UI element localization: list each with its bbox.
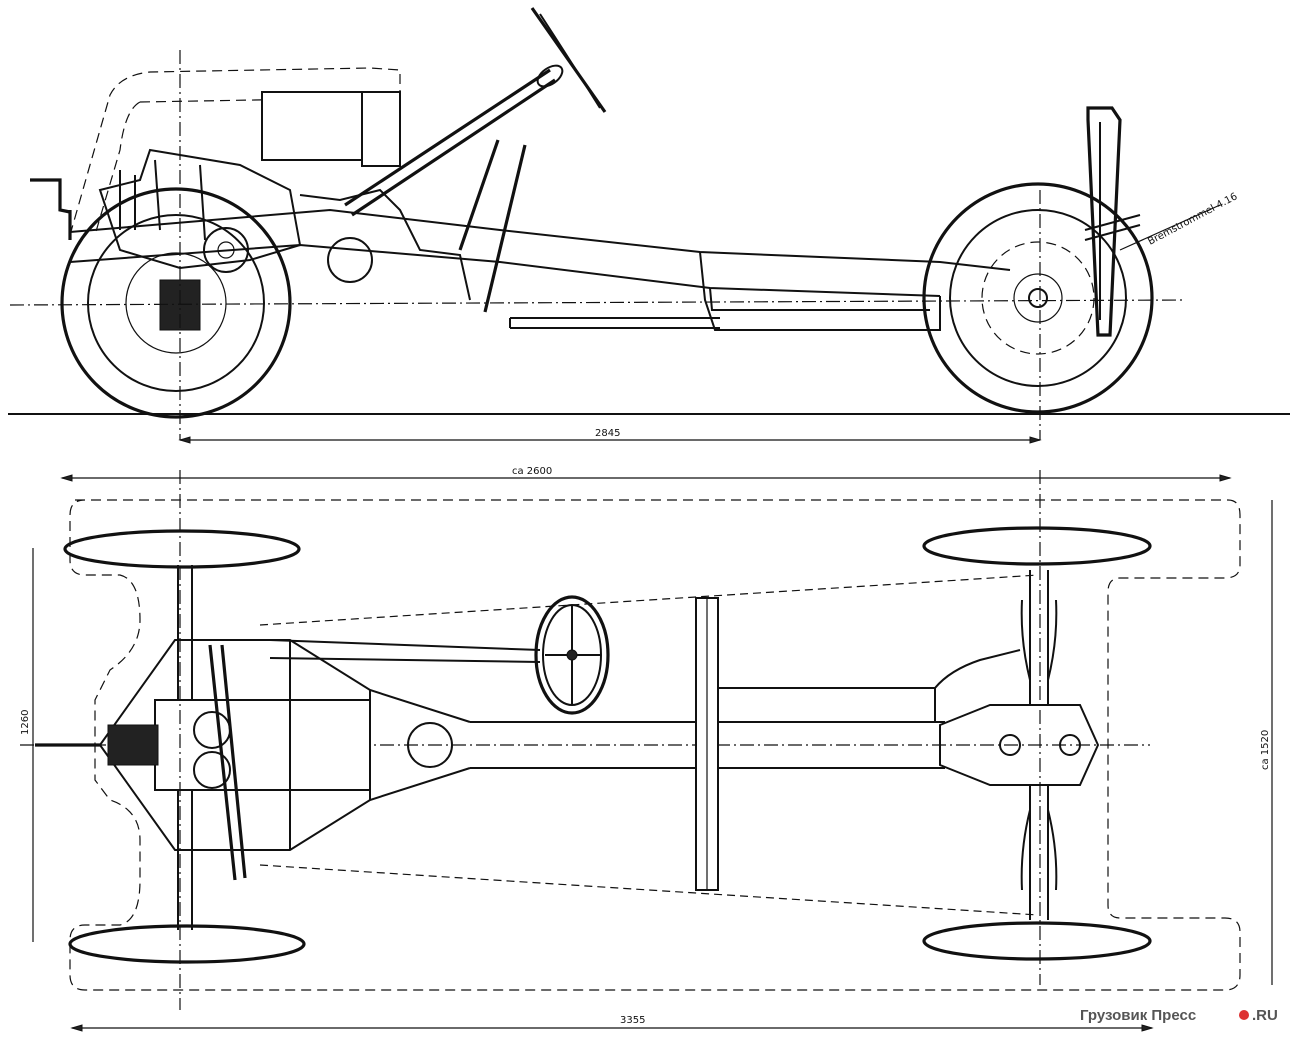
gear-lever	[458, 139, 500, 251]
muffler-plan	[717, 649, 1021, 722]
plan-view: ca 2600	[20, 466, 1273, 1032]
watermark-dot-icon	[1239, 1010, 1249, 1020]
front-track-label: 1260	[20, 710, 31, 735]
crank-handle	[30, 178, 72, 240]
engine-side	[98, 91, 471, 331]
exhaust-pipe	[509, 317, 720, 329]
watermark: Грузовик Пресс .RU	[1080, 1007, 1278, 1024]
tie-rod	[208, 644, 247, 881]
front-right-wheel-plan	[68, 924, 306, 964]
watermark-text: Грузовик Пресс	[1080, 1007, 1196, 1024]
front-left-wheel-plan	[63, 529, 301, 569]
overall-width-label: ca 2600	[512, 466, 552, 477]
side-view: Bremstrommel 4.16 2845	[8, 7, 1290, 444]
front-marking-label: Bremstrommel 4.16	[1146, 191, 1239, 247]
steering-wheel-plan	[534, 595, 610, 715]
rear-spring-hanger	[1084, 106, 1141, 337]
engine-plan	[99, 639, 471, 851]
wheelbase-label: 2845	[595, 428, 620, 439]
steering-side	[344, 7, 607, 217]
rear-wheel-side	[922, 182, 1154, 414]
watermark-suffix: .RU	[1252, 1007, 1278, 1024]
cab-outline	[69, 67, 401, 236]
frame-rail	[69, 208, 1011, 297]
rear-width-label: ca 1520	[1260, 730, 1271, 770]
overall-length-label: 3355	[620, 1015, 645, 1026]
rear-right-wheel-plan	[922, 921, 1152, 961]
rear-left-wheel-plan	[922, 526, 1152, 566]
hand-brake-lever	[483, 144, 527, 313]
